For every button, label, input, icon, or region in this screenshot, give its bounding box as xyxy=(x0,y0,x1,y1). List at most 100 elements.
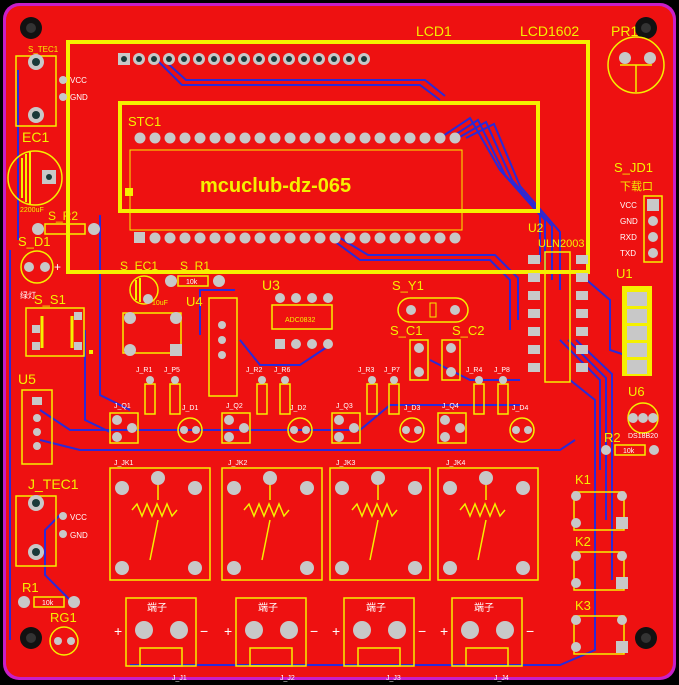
k2-label: K2 xyxy=(575,534,591,549)
j-tec1-vcc: VCC xyxy=(70,513,87,522)
terminal-j2: 端子 + − J_J2 xyxy=(224,597,318,682)
relay-jk1: J_JK1 xyxy=(109,460,211,581)
u5-label: U5 xyxy=(18,371,36,387)
s-c2-capacitor: S_C2 xyxy=(441,323,485,381)
j-p8-label: J_P8 xyxy=(494,367,510,374)
lcd-header-pins xyxy=(118,53,370,65)
j-q2-label: J_Q2 xyxy=(226,403,243,410)
terminal-j4-plus: + xyxy=(440,623,448,639)
driver-row: J_R1 J_P5 J_R2 J_R6 J_R3 J_P7 J_R4 J_P8 … xyxy=(109,367,535,444)
u3-adc: U3 ADC0832 xyxy=(262,277,333,349)
ec1-label: EC1 xyxy=(22,129,49,145)
jd-rxd: RXD xyxy=(620,233,637,242)
s-jd1-label: S_JD1 xyxy=(614,160,653,175)
j-tec1-connector: J_TEC1 VCC GND xyxy=(15,476,88,567)
u2-label: U2 xyxy=(528,221,544,235)
s-r2-resistor: S_R2 xyxy=(32,209,100,235)
s-tec1-label: S_TEC1 xyxy=(28,45,59,54)
stc1-socket: STC1 xyxy=(128,114,461,244)
s-r1-resistor: S_R1 10k xyxy=(165,259,225,287)
jd-txd: TXD xyxy=(620,249,636,258)
lcd1602-label: LCD1602 xyxy=(520,23,579,39)
s-jd1-download-port: S_JD1 下载口 VCC GND RXD TXD xyxy=(614,160,663,263)
s-tec1-vcc: VCC xyxy=(70,76,87,85)
rg1-photoresistor: RG1 xyxy=(49,610,79,656)
j-tec1-gnd: GND xyxy=(70,531,88,540)
j-q4-label: J_Q4 xyxy=(442,403,459,410)
uln2003-label: ULN2003 xyxy=(538,238,584,250)
u1-connector: U1 xyxy=(616,266,652,376)
r1-label: R1 xyxy=(22,580,39,595)
terminal-j4: 端子 + − J_J4 xyxy=(440,597,534,682)
stc1-bottom-pins xyxy=(134,232,461,244)
bottom-traces xyxy=(9,59,641,666)
terminal-j3: 端子 + − J_J3 xyxy=(332,597,426,682)
s-c2-label: S_C2 xyxy=(452,323,485,338)
r2-resistor: R2 10k xyxy=(601,430,659,456)
terminal-j3-plus: + xyxy=(332,623,340,639)
terminal-j4-minus: − xyxy=(526,623,534,639)
j-r2-label: J_R2 xyxy=(246,367,262,374)
k1-label: K1 xyxy=(575,472,591,487)
ec1-capacitor: EC1 2200uF xyxy=(7,129,63,214)
s-ec1-capacitor: S_EC1 10uF xyxy=(120,259,168,307)
r2-value: 10k xyxy=(623,448,635,455)
k3-label: K3 xyxy=(575,598,591,613)
ds18b20-label: DS18B20 xyxy=(628,433,658,440)
k1-switch: K1 xyxy=(571,472,628,531)
s-r2-label: S_R2 xyxy=(48,209,78,223)
k2-switch: K2 xyxy=(571,534,628,591)
j-r1-label: J_R1 xyxy=(136,367,152,374)
u4-module: U4 xyxy=(186,294,238,397)
j-jk4-label: J_JK4 xyxy=(446,460,466,467)
s-d1-led: S_D1 + 绿灯 xyxy=(18,234,61,300)
u4-label: U4 xyxy=(186,294,203,309)
ec1-value: 2200uF xyxy=(20,207,44,214)
s-c1-capacitor: S_C1 xyxy=(390,323,429,381)
u1-label: U1 xyxy=(616,266,633,281)
s-y1-label: S_Y1 xyxy=(392,278,424,293)
s-tec1-gnd: GND xyxy=(70,93,88,102)
relay-jk4: J_JK4 xyxy=(437,460,539,581)
s-r1-label: S_R1 xyxy=(180,259,210,273)
j-jk1-label: J_JK1 xyxy=(114,460,134,467)
j-j3-label: J_J3 xyxy=(386,675,401,682)
k3-switch: K3 xyxy=(571,598,628,655)
mounting-holes xyxy=(20,17,657,649)
s-d1-note: 绿灯 xyxy=(20,290,36,300)
j-d1-label: J_D1 xyxy=(182,405,198,412)
j-jk2-label: J_JK2 xyxy=(228,460,248,467)
rg1-label: RG1 xyxy=(50,610,77,625)
s-d1-plus: + xyxy=(54,260,61,274)
r1-value: 10k xyxy=(42,600,54,607)
terminal-j1-plus: + xyxy=(114,623,122,639)
pr1-label: PR1 xyxy=(611,23,638,39)
stc1-top-pins xyxy=(134,132,461,144)
reset-button-pads xyxy=(122,312,182,356)
j-j1-label: J_J1 xyxy=(172,675,187,682)
j-d4-label: J_D4 xyxy=(512,405,528,412)
s-jd1-note: 下载口 xyxy=(620,180,653,193)
r2-label: R2 xyxy=(604,430,621,445)
u5-module: U5 xyxy=(18,371,53,465)
terminal-j1-label: 端子 xyxy=(147,601,167,614)
j-r3-label: J_R3 xyxy=(358,367,374,374)
terminal-j4-label: 端子 xyxy=(474,601,494,614)
j-j4-label: J_J4 xyxy=(494,675,509,682)
lcd-module: LCD1 LCD1602 mcuclub-dz-065 xyxy=(66,23,590,274)
s-ec1-label: S_EC1 xyxy=(120,259,158,273)
j-p7-label: J_P7 xyxy=(384,367,400,374)
j-j2-label: J_J2 xyxy=(280,675,295,682)
s-s1-label: S_S1 xyxy=(34,292,66,307)
u3-label: U3 xyxy=(262,277,280,293)
pr1-photoresistor: PR1 xyxy=(607,23,665,94)
j-d3-label: J_D3 xyxy=(404,405,420,412)
terminal-j3-label: 端子 xyxy=(366,601,386,614)
jd-gnd: GND xyxy=(620,217,638,226)
terminal-j2-minus: − xyxy=(310,623,318,639)
j-jk3-label: J_JK3 xyxy=(336,460,356,467)
terminal-j1: 端子 + − J_J1 xyxy=(114,597,208,682)
terminal-j1-minus: − xyxy=(200,623,208,639)
